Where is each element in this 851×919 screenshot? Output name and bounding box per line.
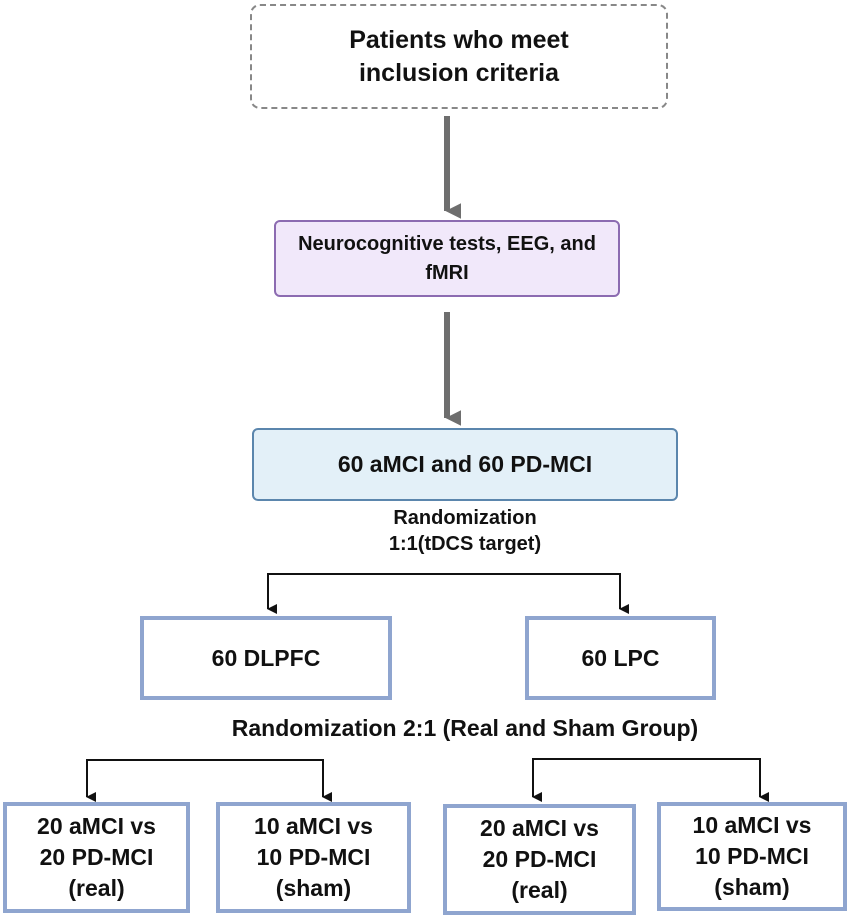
node-lpc-text: 60 LPC <box>581 644 660 671</box>
node-lpc-real-text: 20 aMCI vs 20 PD-MCI (real) <box>480 815 599 903</box>
split-targets <box>267 573 629 614</box>
node-cohort-text: 60 aMCI and 60 PD-MCI <box>337 451 593 477</box>
node-inclusion-criteria: Patients who meet inclusion criteria <box>250 4 668 109</box>
node-dlpfc-sham-text: 10 aMCI vs 10 PD-MCI (sham) <box>254 813 373 901</box>
node-neurocognitive-tests: Neurocognitive tests, EEG, and fMRI <box>274 220 620 297</box>
node-neurocognitive-tests-text: Neurocognitive tests, EEG, and fMRI <box>298 232 596 284</box>
label-randomization-1: Randomization 1:1(tDCS target) <box>388 507 542 555</box>
label-randomization-2: Randomization 2:1 (Real and Sham Group) <box>231 715 699 741</box>
node-lpc: 60 LPC <box>525 616 716 700</box>
split-dlpfc-groups <box>86 759 332 802</box>
split-lpc-groups <box>532 758 769 802</box>
node-lpc-sham-text: 10 aMCI vs 10 PD-MCI (sham) <box>692 812 812 900</box>
node-dlpfc-sham: 10 aMCI vs 10 PD-MCI (sham) <box>216 802 411 913</box>
node-dlpfc: 60 DLPFC <box>140 616 392 700</box>
node-inclusion-criteria-text: Patients who meet inclusion criteria <box>349 25 569 87</box>
node-lpc-sham: 10 aMCI vs 10 PD-MCI (sham) <box>657 802 847 911</box>
node-dlpfc-real: 20 aMCI vs 20 PD-MCI (real) <box>3 802 190 913</box>
node-dlpfc-real-text: 20 aMCI vs 20 PD-MCI (real) <box>37 813 156 901</box>
node-lpc-real: 20 aMCI vs 20 PD-MCI (real) <box>443 804 636 915</box>
node-cohort: 60 aMCI and 60 PD-MCI <box>252 428 678 501</box>
node-dlpfc-text: 60 DLPFC <box>211 644 321 671</box>
